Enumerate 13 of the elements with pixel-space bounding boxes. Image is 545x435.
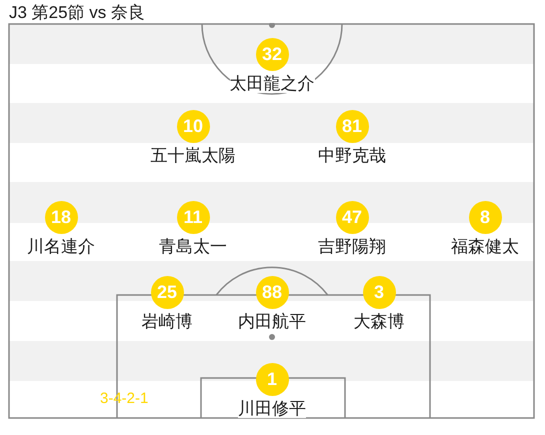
title: J3 第25節 vs 奈良 xyxy=(9,3,146,23)
player-name: 大森博 xyxy=(354,312,404,330)
player-name: 青島太一 xyxy=(159,236,227,256)
player-name: 川名連介 xyxy=(27,236,95,256)
player-name: 太田龍之介 xyxy=(230,74,314,92)
player-name: 福森健太 xyxy=(451,236,519,256)
player-name: 吉野陽翔 xyxy=(318,236,386,256)
formation-label: 3-4-2-1 xyxy=(100,390,148,408)
player-name: 内田航平 xyxy=(238,312,306,330)
player-name: 五十嵐太陽 xyxy=(150,146,236,164)
player-name: 岩崎博 xyxy=(142,312,192,330)
player-name: 川田修平 xyxy=(238,398,306,418)
player-name: 中野克哉 xyxy=(318,146,386,164)
